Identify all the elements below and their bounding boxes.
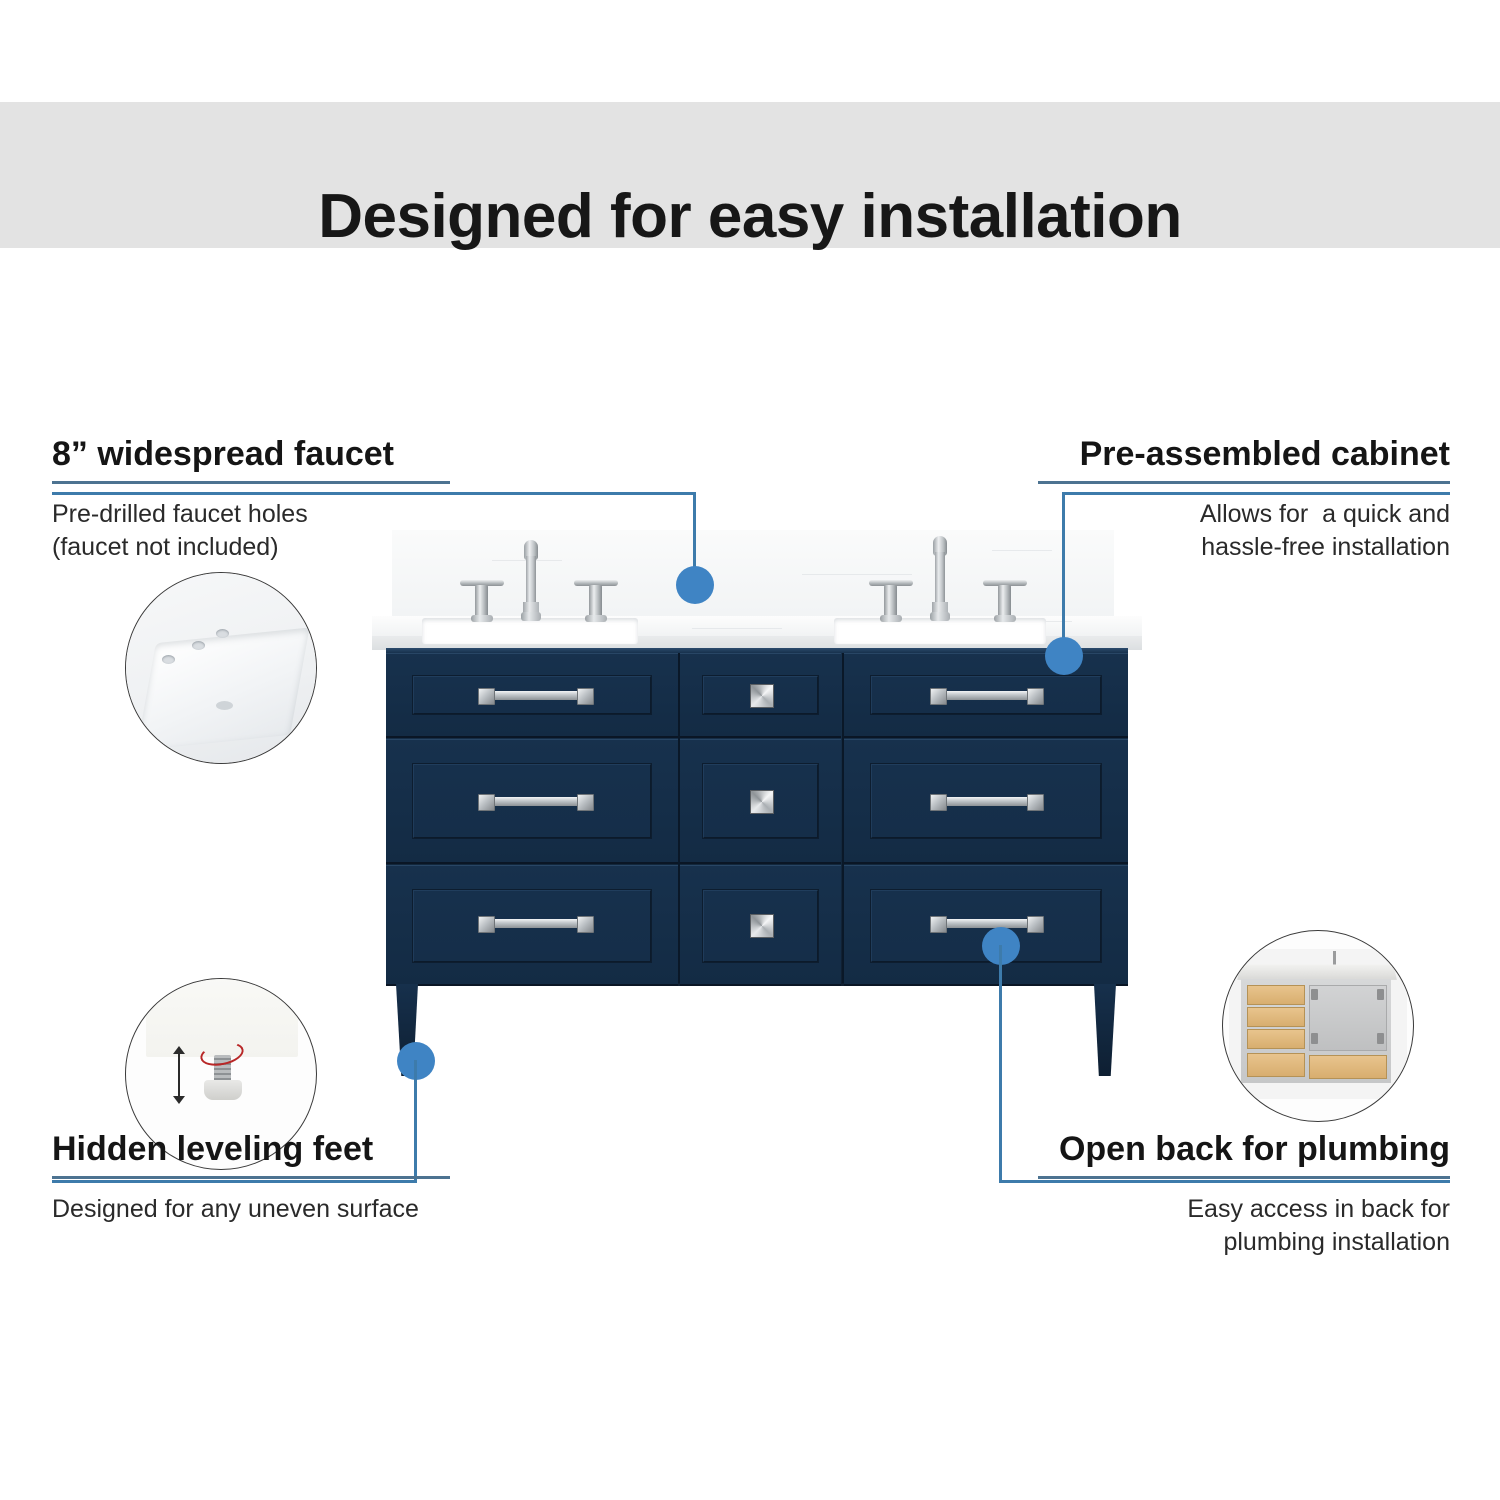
inset-photo-sink-faucet-holes — [125, 572, 317, 764]
callout-faucet-rule — [52, 481, 450, 485]
vanity-product-illustration — [372, 530, 1152, 1076]
sink-basin-left — [422, 618, 638, 644]
callout-feet-title: Hidden leveling feet — [52, 1130, 374, 1168]
drawer-box — [1247, 1029, 1305, 1049]
hinge-icon — [1311, 989, 1318, 1000]
leader-line-feet-horizontal — [52, 1180, 417, 1183]
backsplash-vein — [992, 550, 1052, 551]
sink-drain — [216, 701, 233, 710]
plumbing-pipe — [1333, 951, 1336, 973]
callout-faucet: 8” widespread faucet Pre-drilled faucet … — [52, 435, 452, 564]
cabinet-seam-left — [678, 653, 680, 983]
drawer-center-row1[interactable] — [680, 653, 841, 738]
drawer-box — [1247, 1053, 1305, 1077]
callout-feet-rule — [52, 1176, 450, 1180]
cabinet-seam-right — [842, 653, 844, 983]
drawer-pull-left-row1[interactable] — [478, 688, 594, 705]
inset-photo-leveling-foot — [125, 978, 317, 1170]
backsplash-vein — [802, 574, 912, 575]
drawer-box-wide — [1309, 1055, 1387, 1079]
leader-line-faucet-vertical — [693, 492, 696, 584]
callout-cabinet: Pre-assembled cabinet Allows for a quick… — [1038, 435, 1450, 564]
callout-faucet-body: Pre-drilled faucet holes (faucet not inc… — [52, 498, 452, 564]
cabinet-top-edge — [386, 648, 1128, 653]
callout-plumbing-body: Easy access in back for plumbing install… — [1038, 1193, 1450, 1259]
leveling-screw — [214, 1055, 231, 1085]
drawer-left-row3[interactable] — [386, 865, 678, 986]
leader-line-plumbing-vertical — [999, 945, 1002, 1182]
drawer-left-row1[interactable] — [386, 653, 678, 738]
faucet-hole-right — [216, 629, 229, 638]
marker-dot-cabinet — [1045, 637, 1083, 675]
marker-dot-faucet — [676, 566, 714, 604]
drawer-center-row3[interactable] — [680, 865, 841, 986]
inset-photo-cabinet-open-back — [1222, 930, 1414, 1122]
countertop-vein — [692, 628, 782, 629]
leveling-foot-pad — [204, 1080, 242, 1100]
cabinet-back-scene — [1229, 949, 1407, 1099]
callout-plumbing-title: Open back for plumbing — [1058, 1130, 1450, 1168]
drawer-box — [1247, 985, 1305, 1005]
header-band — [0, 102, 1500, 248]
hinge-icon — [1311, 1033, 1318, 1044]
sink-basin-right — [834, 618, 1046, 644]
leader-line-feet-vertical — [414, 1060, 417, 1182]
callout-cabinet-title: Pre-assembled cabinet — [1079, 435, 1450, 473]
drawer-center-row2[interactable] — [680, 739, 841, 864]
drawer-right-row2[interactable] — [844, 739, 1128, 864]
faucet-base-left — [521, 612, 541, 621]
drawer-knob-center-row1[interactable] — [750, 684, 774, 708]
cabinet-countertop-back — [1237, 964, 1397, 980]
leader-line-cabinet-vertical — [1062, 492, 1065, 655]
drawer-left-row2[interactable] — [386, 739, 678, 864]
drawer-pull-right-row1[interactable] — [930, 688, 1044, 705]
faucet-hole-left — [162, 655, 175, 664]
page-title: Designed for easy installation — [318, 182, 1182, 252]
drawer-right-row3[interactable] — [844, 865, 1128, 986]
callout-plumbing-body-line2: plumbing installation — [1223, 1228, 1450, 1257]
cabinet-base-panel — [146, 979, 298, 1057]
sink-bowl — [136, 627, 310, 751]
drawer-pull-left-row3[interactable] — [478, 916, 594, 933]
callout-cabinet-body-line2: hassle-free installation — [1201, 533, 1450, 562]
faucet-spout-head-right — [933, 536, 947, 556]
drawer-box — [1247, 1007, 1305, 1027]
faucet-base-right — [930, 612, 950, 621]
faucet-collar-right — [932, 602, 948, 614]
leader-line-plumbing-horizontal — [999, 1180, 1450, 1183]
callout-feet-body-line1: Designed for any uneven surface — [52, 1195, 419, 1224]
callout-cabinet-body: Allows for a quick and hassle-free insta… — [1038, 498, 1450, 564]
leader-line-faucet-horizontal — [52, 492, 696, 495]
drawer-pull-right-row3[interactable] — [930, 916, 1044, 933]
callout-plumbing-rule — [1038, 1176, 1450, 1180]
callout-leveling-feet: Hidden leveling feet Designed for any un… — [52, 1130, 452, 1226]
hinge-icon — [1377, 989, 1384, 1000]
faucet-collar-left — [523, 602, 539, 614]
callout-plumbing: Open back for plumbing Easy access in ba… — [1038, 1130, 1450, 1259]
callout-faucet-title: 8” widespread faucet — [52, 435, 395, 473]
drawer-right-row1[interactable] — [844, 653, 1128, 738]
callout-cabinet-rule — [1038, 481, 1450, 485]
callout-feet-body: Designed for any uneven surface — [52, 1193, 452, 1226]
cabinet-door-back — [1309, 985, 1387, 1051]
callout-plumbing-body-line1: Easy access in back for — [1187, 1195, 1450, 1224]
callout-faucet-body-line1: Pre-drilled faucet holes — [52, 500, 308, 529]
drawer-knob-center-row2[interactable] — [750, 790, 774, 814]
drawer-knob-center-row3[interactable] — [750, 914, 774, 938]
hinge-icon — [1377, 1033, 1384, 1044]
leader-line-cabinet-horizontal — [1062, 492, 1450, 495]
backsplash — [392, 530, 1114, 616]
faucet-spout-right — [935, 552, 945, 606]
drawer-pull-left-row2[interactable] — [478, 794, 594, 811]
callout-cabinet-body-line1: Allows for a quick and — [1199, 500, 1450, 529]
drawer-pull-right-row2[interactable] — [930, 794, 1044, 811]
cabinet-carcass-back — [1241, 979, 1391, 1083]
faucet-spout-head-left — [524, 540, 538, 560]
cabinet-leg-right — [1094, 984, 1116, 1076]
faucet-hole-center — [192, 641, 205, 650]
height-adjust-arrow-icon — [173, 1046, 185, 1104]
callout-faucet-body-line2: (faucet not included) — [52, 533, 279, 562]
faucet-spout-left — [526, 556, 536, 606]
